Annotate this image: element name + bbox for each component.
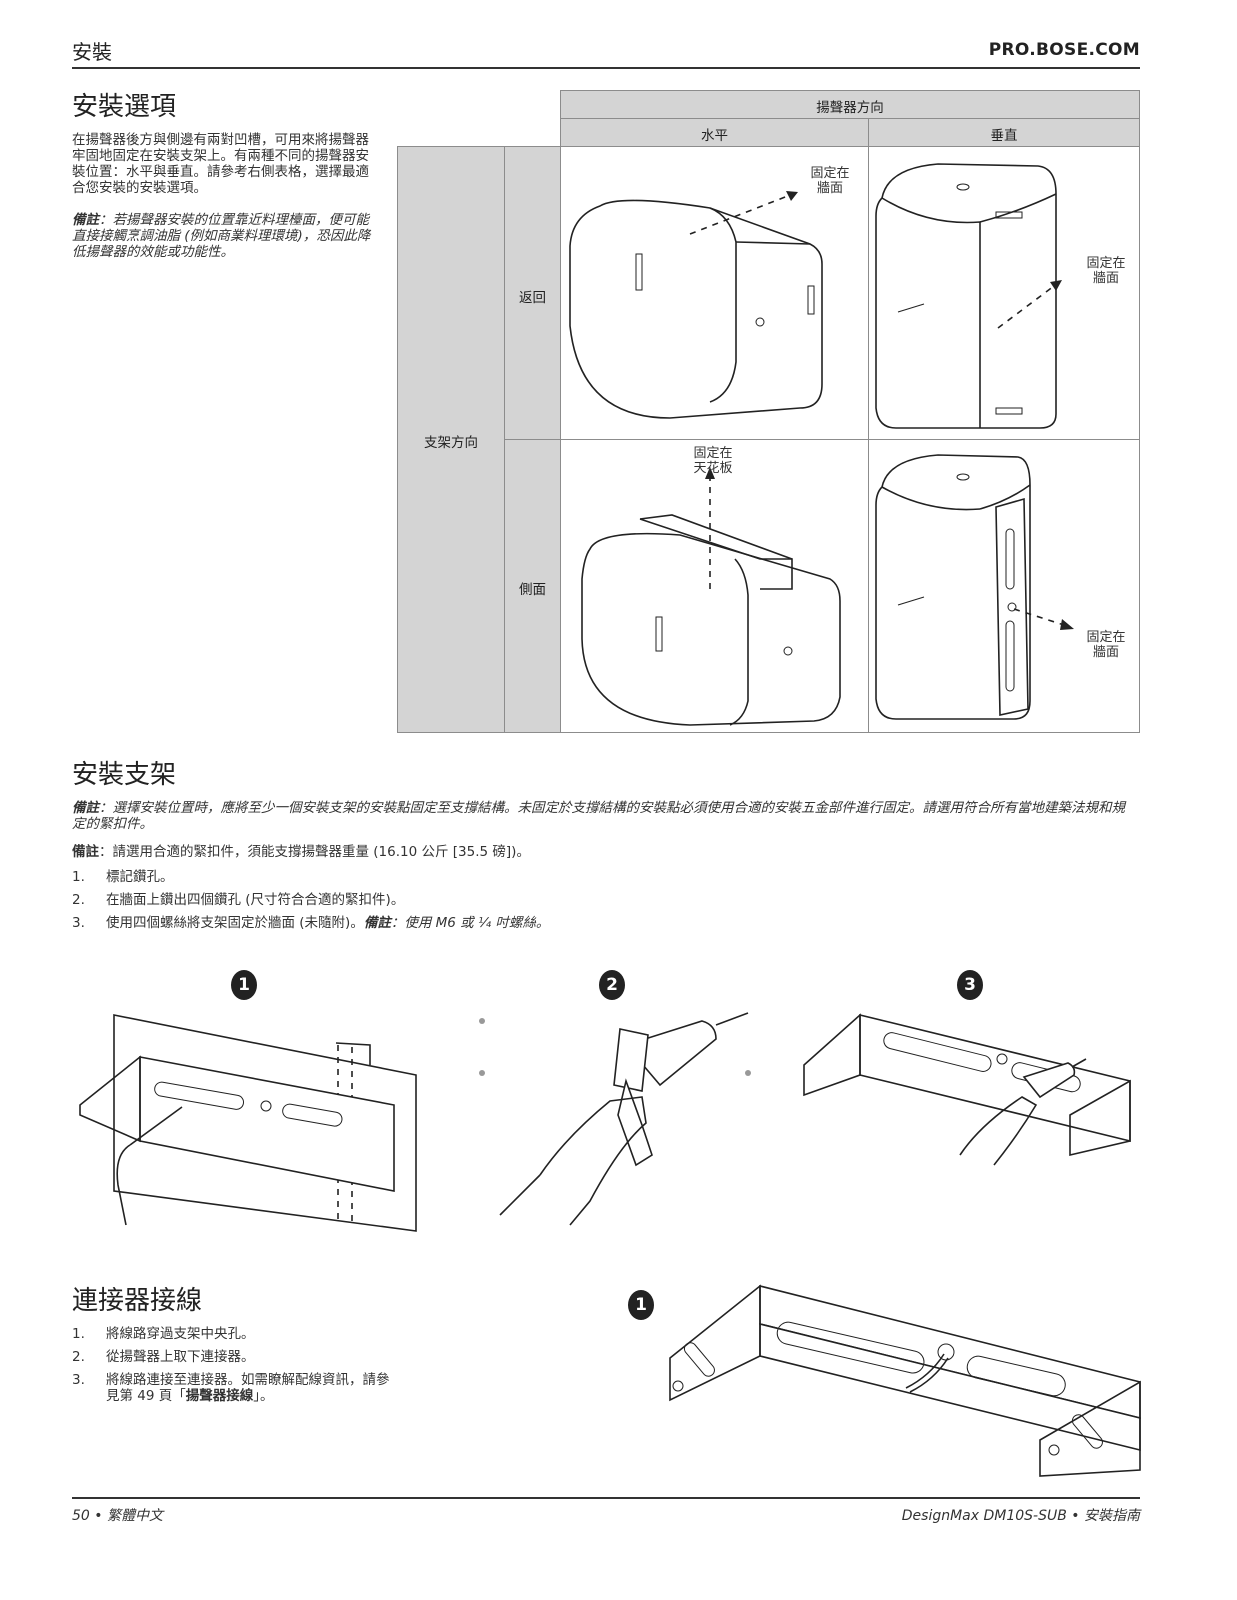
step-text: 」。 bbox=[253, 1388, 274, 1404]
speaker-horizontal-side-illustration bbox=[581, 467, 841, 726]
cell-vertical-side bbox=[868, 439, 1140, 733]
note-text: ：若揚聲器安裝的位置靠近料理檯面，便可能直接接觸烹調油脂 (例如商業料理環境)，… bbox=[72, 212, 371, 260]
callout-wall-2: 固定在 牆面 bbox=[1086, 256, 1126, 286]
vertical-header bbox=[868, 118, 1140, 147]
connector-badge: 1 bbox=[628, 1290, 654, 1320]
list-item: 2. 在牆面上鑽出四個鑽孔 (尺寸符合合適的緊扣件)。 bbox=[72, 892, 1132, 908]
list-item: 1. 將線路穿過支架中央孔。 bbox=[72, 1326, 402, 1342]
step-badge-1: 1 bbox=[231, 970, 257, 1000]
speaker-wiring-link[interactable]: 揚聲器接線 bbox=[185, 1388, 254, 1404]
step-text: 從揚聲器上取下連接器。 bbox=[106, 1349, 255, 1365]
note-label: 備註 bbox=[72, 844, 99, 860]
note-label: 備註 bbox=[72, 212, 99, 228]
step-text: 使用四個螺絲將支架固定於牆面 (未隨附)。 bbox=[106, 915, 364, 931]
note-label: 備註 bbox=[363, 915, 391, 931]
back-header bbox=[504, 146, 561, 440]
callout-ceiling: 固定在 天花板 bbox=[693, 446, 733, 476]
step-number: 1. bbox=[72, 1326, 85, 1342]
options-title: 安裝選項 bbox=[72, 92, 177, 122]
side-label: 側面 bbox=[519, 582, 546, 598]
list-item: 2. 從揚聲器上取下連接器。 bbox=[72, 1349, 402, 1365]
bracket-orientation-label: 支架方向 bbox=[424, 435, 478, 451]
step-text: 標記鑽孔。 bbox=[106, 869, 174, 885]
bracket-note-2: 備註：請選用合適的緊扣件，須能支撐揚聲器重量 (16.10 公斤 [35.5 磅… bbox=[72, 844, 1132, 860]
step-text: 將線路連接至連接器。如需瞭解配線資訊，請參見第 49 頁「 bbox=[106, 1372, 390, 1404]
bracket-title: 安裝支架 bbox=[72, 760, 177, 790]
note-text: ：選擇安裝位置時，應將至少一個安裝支架的安裝點固定至支撐結構。未固定於支撐結構的… bbox=[72, 800, 1125, 832]
bracket-mark-holes-illustration bbox=[79, 1014, 417, 1232]
document-title: DesignMax DM10S-SUB • 安裝指南 bbox=[901, 1508, 1140, 1524]
footer-rule bbox=[72, 1497, 1140, 1499]
options-intro: 在揚聲器後方與側邊有兩對凹槽，可用來將揚聲器牢固地固定在安裝支架上。有兩種不同的… bbox=[72, 132, 369, 196]
callout-wall-3: 固定在 牆面 bbox=[1086, 630, 1126, 660]
section-header: 安裝 bbox=[72, 40, 112, 64]
site-url[interactable]: PRO.BOSE.COM bbox=[988, 40, 1140, 60]
drill-illustration bbox=[479, 1012, 751, 1226]
vertical-label: 垂直 bbox=[990, 128, 1018, 144]
speaker-vertical-side-illustration bbox=[875, 454, 1074, 720]
note-text: ：請選用合適的緊扣件，須能支撐揚聲器重量 (16.10 公斤 [35.5 磅])… bbox=[99, 844, 530, 860]
speaker-vertical-back-illustration bbox=[875, 163, 1062, 429]
step-number: 3. bbox=[72, 915, 85, 931]
step-number: 2. bbox=[72, 892, 85, 908]
step-number: 2. bbox=[72, 1349, 85, 1365]
speaker-horizontal-back-illustration bbox=[569, 191, 823, 419]
step-number: 3. bbox=[72, 1372, 85, 1388]
header-rule bbox=[72, 67, 1140, 69]
bracket-fasten-illustration bbox=[803, 1013, 1131, 1166]
options-note: 備註：若揚聲器安裝的位置靠近料理檯面，便可能直接接觸烹調油脂 (例如商業料理環境… bbox=[72, 212, 372, 260]
speaker-orientation-label: 揚聲器方向 bbox=[816, 100, 884, 116]
note-text: ：使用 M6 或 ¼ 吋螺絲。 bbox=[390, 915, 550, 931]
list-item: 3. 將線路連接至連接器。如需瞭解配線資訊，請參見第 49 頁「揚聲器接線」。 bbox=[72, 1372, 402, 1404]
step-text: 將線路穿過支架中央孔。 bbox=[106, 1326, 255, 1342]
horizontal-label: 水平 bbox=[701, 128, 728, 144]
step-text: 在牆面上鑽出四個鑽孔 (尺寸符合合適的緊扣件)。 bbox=[106, 892, 405, 908]
bracket-wiring-illustration bbox=[669, 1284, 1141, 1477]
connector-steps: 1. 將線路穿過支架中央孔。 2. 從揚聲器上取下連接器。 3. 將線路連接至連接器。… bbox=[72, 1326, 402, 1411]
step-badge-3: 3 bbox=[957, 970, 983, 1000]
note-label: 備註 bbox=[72, 800, 99, 816]
bracket-note-1: 備註：選擇安裝位置時，應將至少一個安裝支架的安裝點固定至支撐結構。未固定於支撐結… bbox=[72, 800, 1132, 832]
back-label: 返回 bbox=[519, 290, 546, 306]
bracket-steps: 1. 標記鑽孔。 2. 在牆面上鑽出四個鑽孔 (尺寸符合合適的緊扣件)。 3. 使用四… bbox=[72, 869, 1132, 938]
step-number: 1. bbox=[72, 869, 85, 885]
connector-title: 連接器接線 bbox=[72, 1286, 203, 1316]
list-item: 3. 使用四個螺絲將支架固定於牆面 (未隨附)。備註：使用 M6 或 ¼ 吋螺絲。 bbox=[72, 915, 1132, 931]
page-number: 50 • 繁體中文 bbox=[72, 1508, 163, 1524]
step-badge-2: 2 bbox=[599, 970, 625, 1000]
list-item: 1. 標記鑽孔。 bbox=[72, 869, 1132, 885]
callout-wall-1: 固定在 牆面 bbox=[810, 166, 850, 196]
